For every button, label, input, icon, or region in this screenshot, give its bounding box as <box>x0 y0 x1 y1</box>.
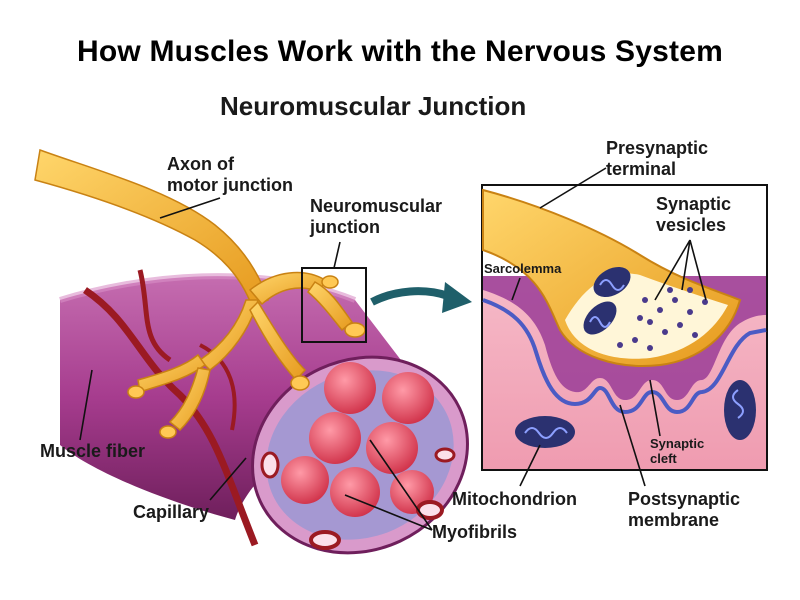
leader-capillary <box>209 457 247 501</box>
leader-nmj <box>333 241 341 269</box>
label-neuromuscular-junction: Neuromuscular junction <box>309 196 447 237</box>
zoom-panel <box>481 184 768 471</box>
leader-sarcolemma <box>511 277 521 301</box>
label-capillary: Capillary <box>133 502 209 522</box>
leader-vesicles <box>654 239 707 301</box>
diagram-subtitle: Neuromuscular Junction <box>220 91 526 121</box>
label-muscle-fiber: Muscle fiber <box>40 441 145 461</box>
label-axon: Axon of motor junction <box>167 154 293 195</box>
leader-presynaptic <box>539 167 607 209</box>
label-presynaptic-terminal: Presynaptic terminal <box>606 138 713 179</box>
zoom-arrow <box>370 282 472 313</box>
leader-muscle-fiber <box>79 369 93 441</box>
label-synaptic-cleft: Synaptic cleft <box>650 436 708 466</box>
leader-mitochondrion <box>519 444 541 487</box>
leader-cleft <box>649 379 661 437</box>
label-mitochondrion: Mitochondrion <box>452 489 577 509</box>
label-sarcolemma: Sarcolemma <box>484 261 562 276</box>
capillary <box>83 269 259 547</box>
leader-myofibrils <box>344 439 433 531</box>
leader-axon <box>159 197 221 219</box>
label-myofibrils: Myofibrils <box>432 522 517 542</box>
page-title: How Muscles Work with the Nervous System <box>77 35 723 68</box>
label-synaptic-vesicles: Synaptic vesicles <box>656 194 736 235</box>
motor-axon <box>34 148 366 439</box>
label-postsynaptic-membrane: Postsynaptic membrane <box>628 489 745 530</box>
leader-postsynaptic <box>619 404 646 487</box>
